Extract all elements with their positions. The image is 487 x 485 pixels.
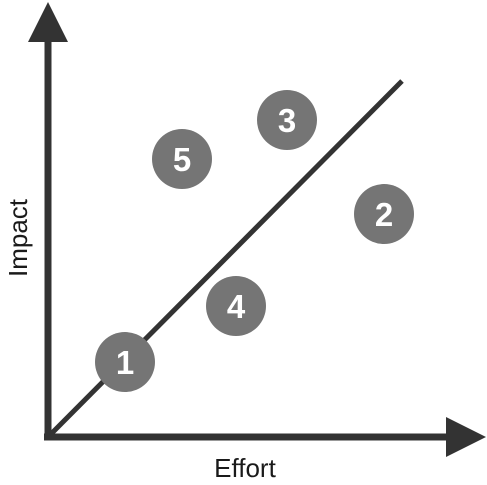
y-axis-label: Impact (3, 198, 33, 277)
marker-number: 3 (278, 102, 296, 139)
marker-circle (354, 184, 414, 244)
marker-circle (95, 332, 155, 392)
marker-3: 3 (257, 90, 317, 150)
marker-4: 4 (206, 276, 266, 336)
marker-2: 2 (354, 184, 414, 244)
marker-5: 5 (152, 129, 212, 189)
y-axis-arrowhead (28, 2, 68, 42)
x-axis-label: Effort (214, 453, 276, 483)
marker-circle (206, 276, 266, 336)
marker-1: 1 (95, 332, 155, 392)
marker-circle (152, 129, 212, 189)
marker-number: 5 (173, 141, 191, 178)
marker-circle (257, 90, 317, 150)
x-axis-arrowhead (446, 417, 486, 457)
marker-number: 2 (375, 196, 393, 233)
marker-number: 1 (116, 344, 134, 381)
marker-number: 4 (227, 288, 246, 325)
